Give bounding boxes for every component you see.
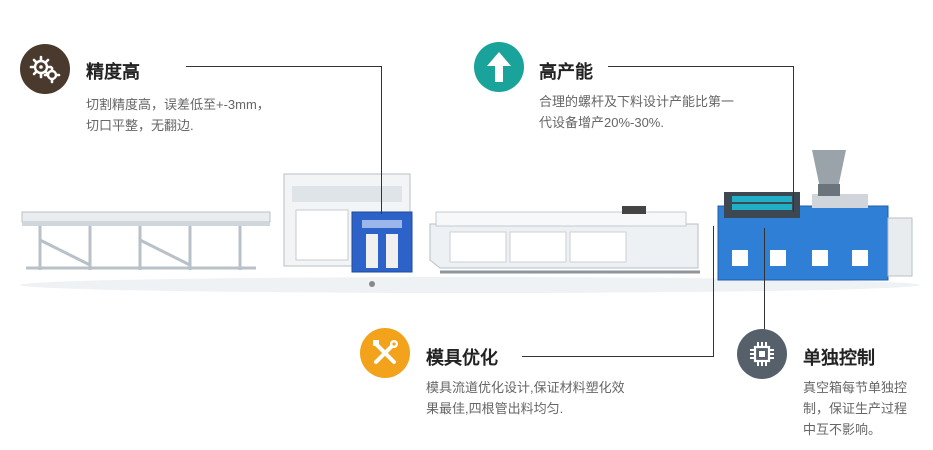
- feature-description: 真空箱每节单独控 制，保证生产过程 中互不影响。: [803, 377, 907, 440]
- feature-description-line: 切割精度高，误差低至+-3mm，: [86, 97, 270, 112]
- conveyor-table: [21, 211, 271, 270]
- feature-title: 模具优化: [426, 348, 498, 368]
- feature-description-line: 合理的螺杆及下料设计产能比第一: [539, 94, 735, 109]
- feature-description-line: 果最佳,四根管出料均匀.: [426, 401, 564, 416]
- feature-description-line: 中互不影响。: [803, 422, 882, 437]
- tools-icon: [360, 328, 410, 378]
- cutter-unit: [283, 173, 413, 287]
- leader-line-capacity-h: [608, 66, 794, 67]
- feature-description-line: 模具流道优化设计,保证材料塑化效: [426, 380, 625, 395]
- production-line-illustration: [20, 150, 920, 293]
- feature-title: 精度高: [86, 62, 140, 82]
- feature-description-line: 制，保证生产过程: [803, 401, 908, 416]
- feature-title: 高产能: [539, 62, 593, 82]
- leader-line-mold-h: [522, 356, 714, 357]
- feature-description-line: 真空箱每节单独控: [803, 380, 908, 395]
- feature-description: 合理的螺杆及下料设计产能比第一 代设备增产20%-30%.: [539, 91, 734, 133]
- feature-description: 模具流道优化设计,保证材料塑化效 果最佳,四根管出料均匀.: [426, 377, 625, 419]
- extruder-unit: [717, 150, 913, 281]
- feature-description-line: 切口平整，无翻边.: [86, 118, 194, 133]
- leader-line-precision-h: [186, 66, 382, 67]
- feature-description-line: 代设备增产20%-30%.: [539, 115, 664, 130]
- leader-line-precision-v: [381, 66, 382, 214]
- leader-line-capacity-v: [793, 66, 794, 212]
- leader-line-control-v: [764, 228, 765, 331]
- arrow-up-icon: [474, 42, 524, 92]
- feature-title: 单独控制: [803, 348, 875, 368]
- haul-off-unit: [429, 206, 700, 274]
- chip-icon: [737, 329, 787, 379]
- gears-icon: [20, 44, 70, 94]
- leader-line-mold-v: [713, 226, 714, 357]
- feature-description: 切割精度高，误差低至+-3mm， 切口平整，无翻边.: [86, 94, 270, 136]
